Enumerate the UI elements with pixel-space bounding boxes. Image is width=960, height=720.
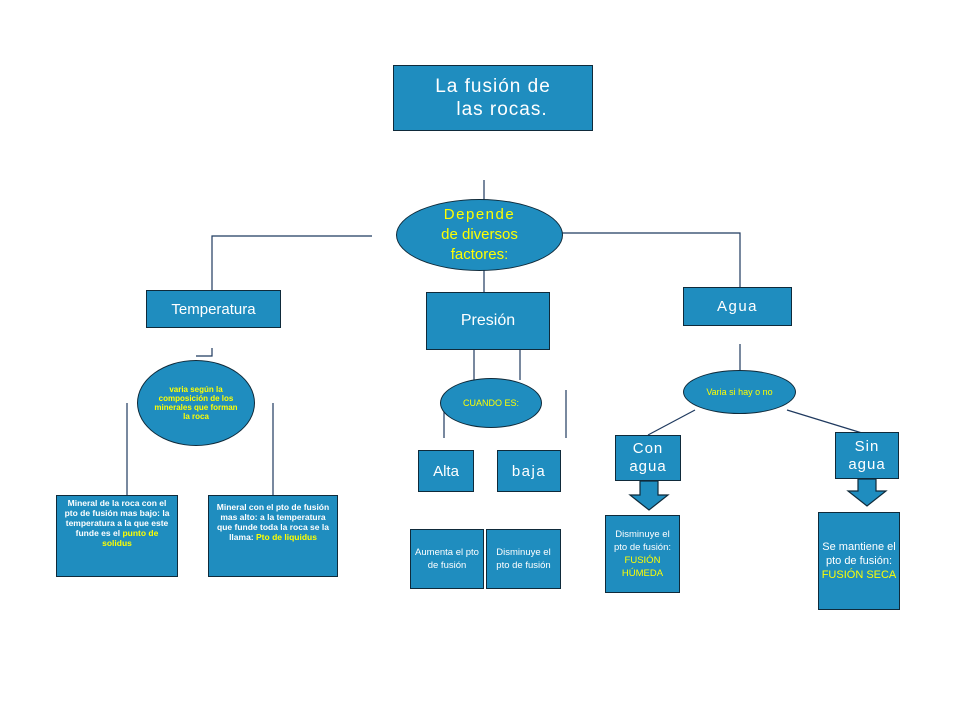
- factor-presion: Presión: [426, 292, 550, 350]
- cuando-oval: CUANDO ES:: [440, 378, 542, 428]
- solidus-text: Mineral de la roca con el pto de fusión …: [64, 498, 170, 538]
- presion-alta-box: Alta: [418, 450, 474, 492]
- solidus-box: Mineral de la roca con el pto de fusión …: [56, 495, 178, 577]
- connector-depends-agua: [560, 232, 741, 288]
- sin-agua-line-2: agua: [848, 455, 886, 473]
- sin-agua-effect: Se mantiene el pto de fusión: FUSIÓN SEC…: [818, 512, 900, 610]
- presion-alta-label: Alta: [433, 462, 459, 480]
- con-agua-line-1: Con: [632, 440, 664, 457]
- factor-temperatura: Temperatura: [146, 290, 281, 328]
- presion-alta-effect: Aumenta el pto de fusión: [410, 529, 484, 589]
- presion-baja-effect-text: Disminuye el pto de fusión: [496, 547, 551, 571]
- factor-presion-label: Presión: [460, 312, 516, 329]
- presion-baja-effect: Disminuye el pto de fusión: [486, 529, 561, 589]
- depends-line-1: Depende: [443, 206, 516, 223]
- presion-alta-effect-text: Aumenta el pto de fusión: [415, 547, 479, 571]
- con-agua-line-2: agua: [629, 458, 667, 475]
- agua-oval: Varia si hay o no: [683, 370, 796, 414]
- temperatura-oval-text: varia según la composición de los minera…: [154, 385, 238, 421]
- depends-line-3: factores:: [450, 246, 509, 263]
- connector-depends-temperatura: [211, 235, 372, 292]
- con-agua-box: Con agua: [615, 435, 681, 481]
- sin-agua-box: Sin agua: [835, 432, 899, 479]
- title-box: La fusión de las rocas.: [393, 65, 593, 131]
- depends-line-2: de diversos: [441, 226, 518, 243]
- depends-oval: Depende de diversos factores:: [396, 199, 563, 271]
- connector-temperatura-oval: [196, 348, 213, 357]
- presion-baja-box: baja: [497, 450, 561, 492]
- arrow-down-con-agua: [628, 480, 670, 511]
- connector-oval-sin-agua: [786, 409, 863, 434]
- liquidus-text: Mineral con el pto de fusión mas alto: a…: [216, 502, 330, 542]
- cuando-text: CUANDO ES:: [462, 397, 519, 408]
- liquidus-term: Pto de liquidus: [256, 532, 317, 542]
- con-agua-effect-text: Disminuye el pto de fusión:: [613, 529, 672, 553]
- sin-agua-line-1: Sin: [854, 437, 880, 455]
- liquidus-box: Mineral con el pto de fusión mas alto: a…: [208, 495, 338, 577]
- con-agua-effect: Disminuye el pto de fusión: FUSIÓN HÚMED…: [605, 515, 680, 593]
- presion-baja-label: baja: [511, 462, 547, 480]
- title-line-2: las rocas.: [456, 99, 548, 120]
- factor-temperatura-label: Temperatura: [171, 300, 256, 318]
- arrow-down-sin-agua: [846, 478, 888, 507]
- temperatura-oval: varia según la composición de los minera…: [137, 360, 255, 446]
- sin-agua-effect-text: Se mantiene el pto de fusión:: [822, 541, 896, 567]
- sin-agua-effect-term: FUSIÓN SECA: [821, 569, 897, 581]
- title-line-1: La fusión de: [435, 76, 551, 97]
- agua-oval-text: Varia si hay o no: [706, 386, 773, 397]
- connector-oval-con-agua: [647, 409, 696, 436]
- factor-agua: Agua: [683, 287, 792, 326]
- con-agua-effect-term: FUSIÓN HÚMEDA: [621, 555, 664, 579]
- solidus-term: punto de solidus: [102, 528, 159, 548]
- factor-agua-label: Agua: [716, 298, 759, 315]
